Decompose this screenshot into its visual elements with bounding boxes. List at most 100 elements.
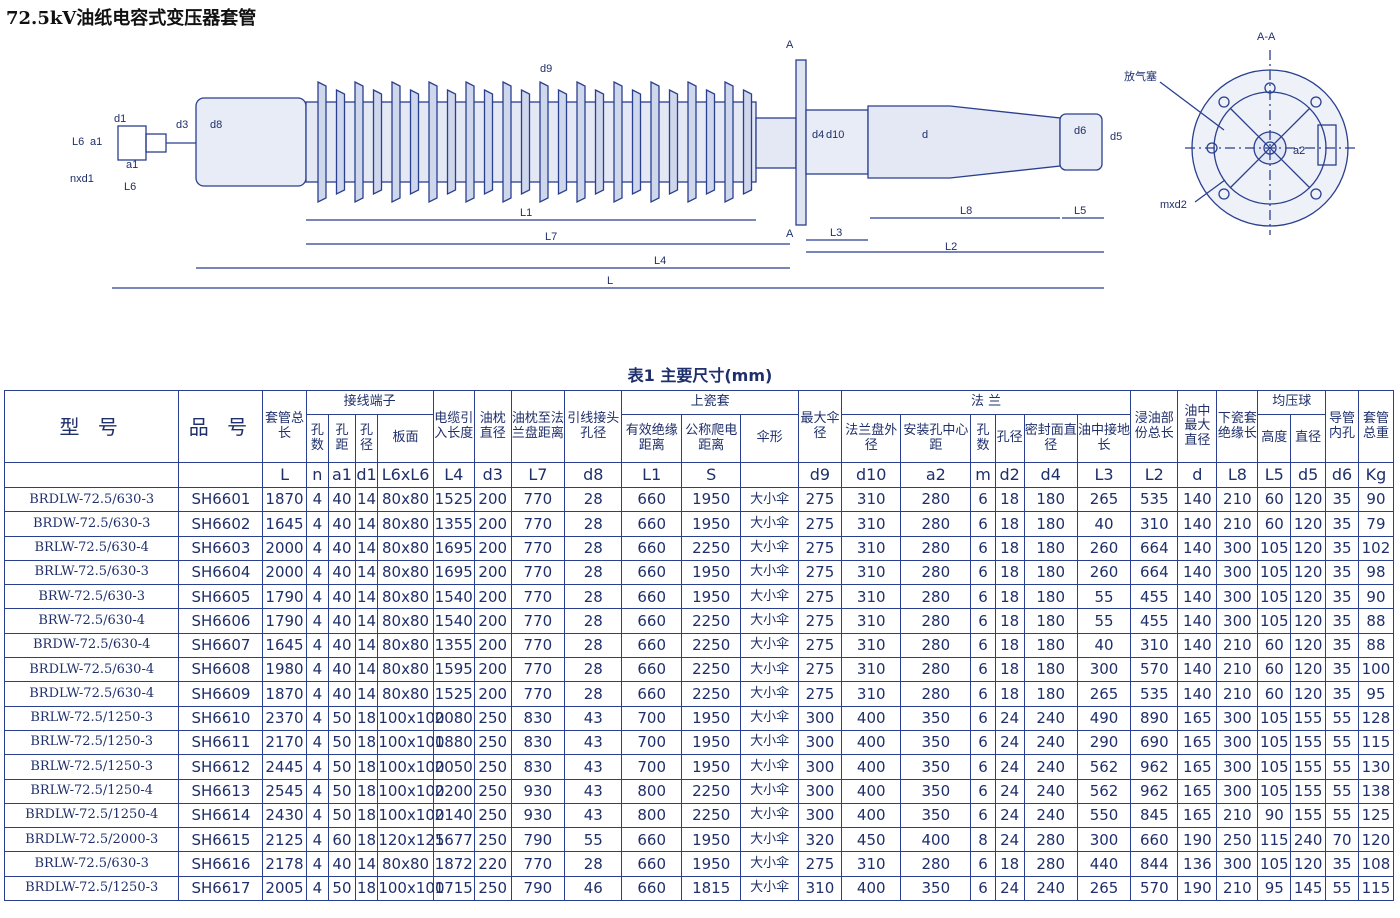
value-cell: 105 — [1257, 584, 1292, 610]
value-cell: 55 — [1325, 802, 1359, 829]
grading-ball — [1059, 113, 1103, 171]
value-cell: 310 — [840, 486, 902, 513]
subheader-ground-len: 油中接地长 — [1076, 414, 1132, 463]
subheader-pitch: 孔距 — [328, 414, 356, 463]
value-cell: 95 — [1357, 681, 1395, 707]
value-cell: 290 — [1076, 729, 1132, 756]
value-cell: 250 — [473, 778, 512, 804]
value-cell: 2250 — [680, 802, 742, 829]
value-cell: 18 — [994, 535, 1025, 561]
value-cell: 240 — [1023, 778, 1078, 804]
value-cell: 300 — [1216, 754, 1259, 780]
value-cell: 265 — [1076, 486, 1132, 513]
value-cell: 562 — [1076, 778, 1132, 804]
value-cell: 1695 — [432, 559, 475, 586]
value-cell: 4 — [305, 559, 330, 586]
value-cell: 180 — [1023, 632, 1078, 659]
value-cell: 95 — [1257, 875, 1292, 902]
model-cell: BRLW-72.5/1250-3 — [3, 705, 180, 731]
shed — [372, 88, 383, 196]
value-cell: 1540 — [432, 608, 475, 634]
symbol-cell: n — [305, 462, 330, 488]
value-cell: 275 — [797, 608, 842, 634]
value-cell: 2005 — [262, 875, 307, 902]
value-cell: 400 — [840, 754, 902, 780]
symbol-cell: L8 — [1216, 462, 1259, 488]
value-cell: 310 — [840, 511, 902, 537]
value-cell: 120 — [1290, 559, 1327, 586]
value-cell: 35 — [1325, 608, 1359, 634]
value-cell: 60 — [328, 827, 356, 853]
label-d9: d9 — [540, 63, 552, 75]
value-cell: 562 — [1076, 754, 1132, 780]
subheader-height: 高度 — [1257, 414, 1292, 463]
value-cell: 18 — [994, 632, 1025, 659]
label-d8: d8 — [210, 119, 222, 131]
value-cell: 200 — [473, 657, 512, 683]
value-cell: 190 — [1177, 875, 1218, 902]
value-cell: 260 — [1076, 535, 1132, 561]
value-cell: 165 — [1177, 754, 1218, 780]
value-cell: 14 — [354, 851, 379, 877]
value-cell: 125 — [1357, 802, 1395, 829]
value-cell: 300 — [797, 729, 842, 756]
header-immersed-length: 浸油部份总长 — [1130, 390, 1179, 463]
value-cell: 2430 — [262, 802, 307, 829]
value-cell: 1595 — [432, 657, 475, 683]
value-cell: 2050 — [432, 754, 475, 780]
label-d: d — [922, 129, 928, 141]
value-cell: 240 — [1023, 729, 1078, 756]
subheader-flange-od: 法兰盘外径 — [840, 414, 902, 463]
value-cell: 1870 — [262, 681, 307, 707]
value-cell: 1715 — [432, 875, 475, 902]
value-cell: 140 — [1177, 511, 1218, 537]
value-cell: 140 — [1177, 584, 1218, 610]
model-cell: BRLW-72.5/1250-3 — [3, 754, 180, 780]
value-cell: 105 — [1257, 729, 1292, 756]
value-cell: 1872 — [432, 851, 475, 877]
value-cell: 120x125 — [377, 827, 444, 853]
label-d4: d4 — [812, 129, 824, 141]
value-cell: 1880 — [432, 729, 475, 756]
value-cell: 1790 — [262, 608, 307, 634]
product-cell: SH6614 — [178, 802, 264, 829]
value-cell: 大小伞 — [740, 584, 799, 610]
product-cell: SH6601 — [178, 486, 264, 513]
value-cell: 1695 — [432, 535, 475, 561]
value-cell: 1645 — [262, 632, 307, 659]
value-cell: 210 — [1216, 486, 1259, 513]
value-cell: 24 — [994, 875, 1025, 902]
value-cell: 180 — [1023, 657, 1078, 683]
value-cell: 155 — [1290, 729, 1327, 756]
symbol-cell: L2 — [1130, 462, 1179, 488]
value-cell: 80x80 — [377, 608, 434, 634]
value-cell: 200 — [473, 608, 512, 634]
value-cell: 962 — [1130, 754, 1179, 780]
value-cell: 440 — [1076, 851, 1132, 877]
value-cell: 770 — [510, 657, 566, 683]
label-d10: d10 — [826, 129, 844, 141]
value-cell: 120 — [1290, 632, 1327, 659]
value-cell: 770 — [510, 851, 566, 877]
value-cell: 180 — [1023, 584, 1078, 610]
label-l4: L4 — [654, 255, 666, 267]
value-cell: 14 — [354, 608, 379, 634]
symbol-cell: L6xL6 — [377, 462, 434, 488]
value-cell: 6 — [970, 657, 996, 683]
value-cell: 55 — [1325, 754, 1359, 780]
value-cell: 1950 — [680, 754, 742, 780]
value-cell: 98 — [1357, 559, 1395, 586]
value-cell: 18 — [354, 705, 379, 731]
value-cell: 105 — [1257, 535, 1292, 561]
value-cell: 大小伞 — [740, 851, 799, 877]
value-cell: 4 — [305, 486, 330, 513]
value-cell: 210 — [1216, 657, 1259, 683]
value-cell: 240 — [1023, 705, 1078, 731]
value-cell: 165 — [1177, 729, 1218, 756]
value-cell: 250 — [473, 827, 512, 853]
symbol-cell: L7 — [510, 462, 566, 488]
model-cell: BRDLW-72.5/1250-3 — [3, 875, 180, 902]
